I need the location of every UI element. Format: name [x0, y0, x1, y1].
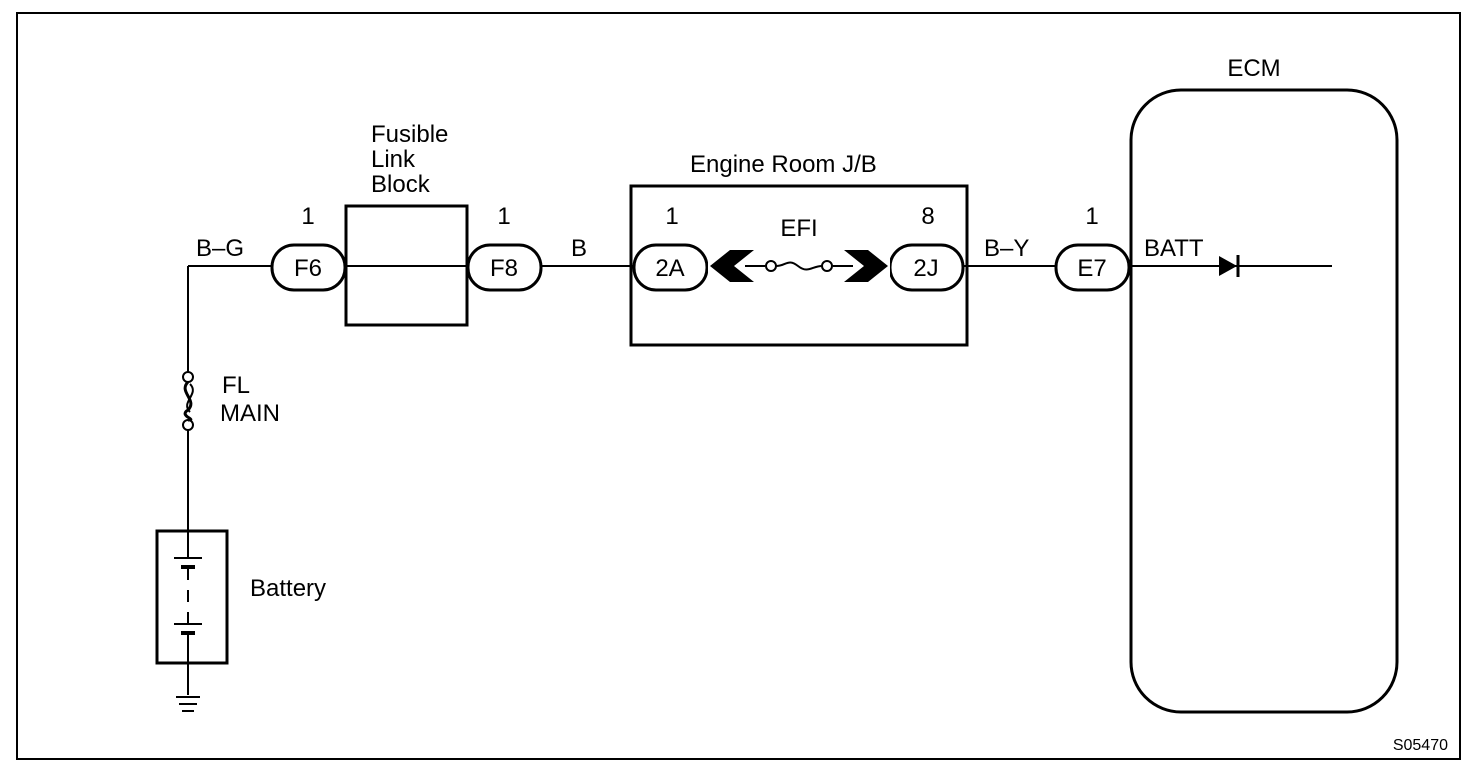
ecm-batt-terminal-label: BATT: [1144, 235, 1204, 262]
connector-f6-name: F6: [294, 255, 322, 282]
diagram-id: S05470: [1393, 737, 1448, 754]
fl-main-fuse-symbol: [182, 371, 194, 431]
connector-2j-pin: 8: [921, 203, 934, 230]
connector-2j-name: 2J: [913, 255, 938, 282]
fusible-link-label-line1: Fusible: [371, 121, 448, 148]
engine-room-jb-label: Engine Room J/B: [690, 151, 877, 178]
connector-f6-pin: 1: [301, 203, 314, 230]
efi-left-chevron-icon: [710, 250, 754, 282]
fusible-link-label-line2: Link: [371, 146, 416, 173]
efi-terminal-left: [765, 260, 777, 272]
diagram-frame: [16, 12, 1461, 760]
connector-2a: [632, 243, 709, 292]
wire-label-bg: B–G: [196, 235, 244, 262]
battery-label: Battery: [250, 575, 326, 602]
wire-label-by: B–Y: [984, 235, 1029, 262]
fusible-link-label-line3: Block: [371, 171, 431, 198]
connector-e7-pin: 1: [1085, 203, 1098, 230]
ground-icon: [176, 696, 200, 712]
battery-symbol: [174, 531, 202, 695]
connector-f8: [466, 243, 543, 292]
diode-icon: [1219, 255, 1240, 277]
ecm-box: [1129, 88, 1399, 714]
efi-terminal-right: [821, 260, 833, 272]
fl-main-label-line2: MAIN: [220, 400, 280, 427]
efi-label: EFI: [780, 215, 817, 242]
efi-right-chevron-icon: [844, 250, 888, 282]
connector-f6: [270, 243, 347, 292]
battery-box: [155, 529, 229, 665]
connector-f8-pin: 1: [497, 203, 510, 230]
wire-label-b: B: [571, 235, 587, 262]
connector-e7: [1054, 243, 1131, 292]
engine-room-jb-box: [629, 184, 969, 347]
connector-f8-name: F8: [490, 255, 518, 282]
connector-2a-name: 2A: [655, 255, 684, 282]
connector-2a-pin: 1: [665, 203, 678, 230]
connector-e7-name: E7: [1077, 255, 1106, 282]
ecm-label: ECM: [1227, 55, 1280, 82]
fl-main-label-line1: FL: [222, 372, 250, 399]
efi-fuse-element: [775, 261, 823, 271]
